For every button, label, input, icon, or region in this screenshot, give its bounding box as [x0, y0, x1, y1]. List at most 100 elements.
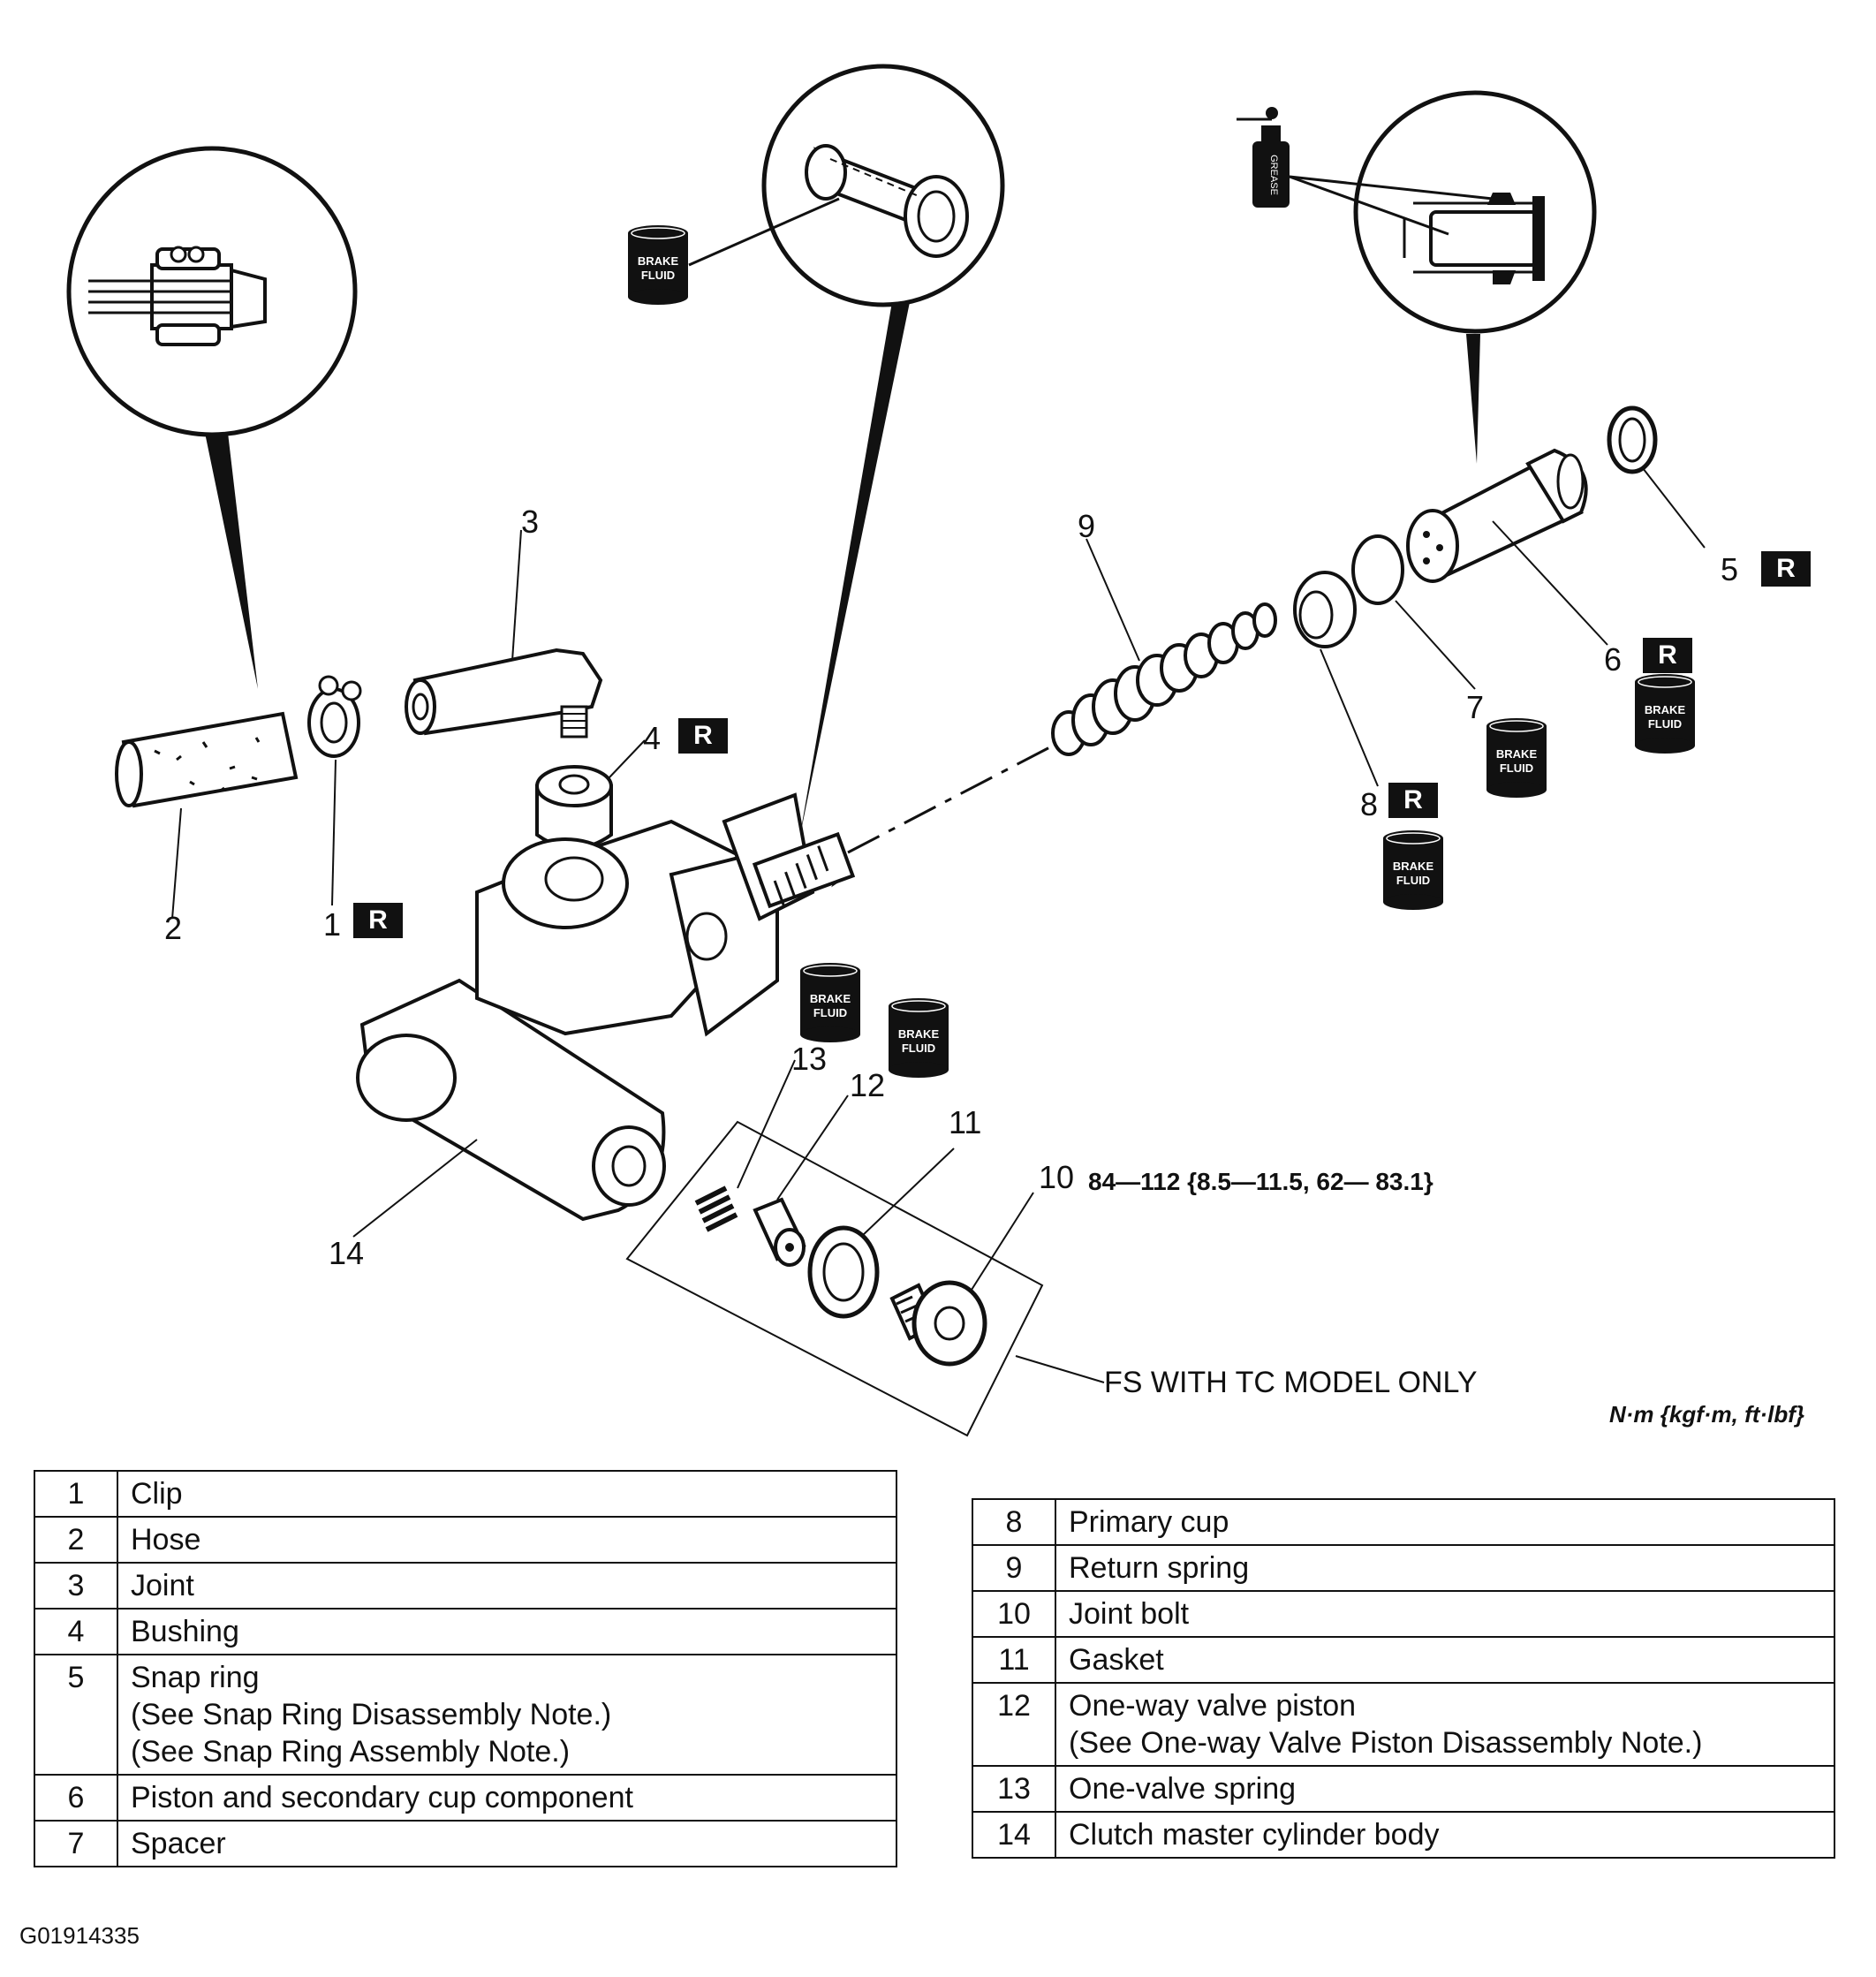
callout-13: 13 — [791, 1041, 828, 1077]
brake-fluid-can-2: BRAKE FLUID — [1634, 673, 1696, 754]
gasket-part — [807, 1148, 955, 1319]
callout-8: 8 — [1360, 786, 1379, 822]
svg-text:BRAKE: BRAKE — [638, 254, 679, 268]
joint-bolt-part — [889, 1192, 1034, 1367]
svg-text:BRAKE: BRAKE — [1496, 747, 1538, 761]
units-note: N·m {kgf·m, ft·lbf} — [1609, 1401, 1804, 1428]
callout-6: 6 — [1604, 641, 1623, 678]
one-valve-spring-part — [694, 1059, 796, 1232]
svg-text:BRAKE: BRAKE — [810, 992, 851, 1005]
svg-text:BRAKE: BRAKE — [1645, 703, 1686, 716]
svg-text:FLUID: FLUID — [902, 1042, 935, 1055]
torque-spec: 84—112 {8.5—11.5, 62— 83.1} — [1088, 1168, 1433, 1195]
part-number: 13 — [972, 1765, 1056, 1813]
model-note: FS WITH TC MODEL ONLY — [1104, 1366, 1478, 1399]
part-description: Joint — [117, 1562, 897, 1610]
part-description: Hose — [117, 1516, 897, 1564]
part-number: 12 — [972, 1682, 1056, 1767]
detail-circle-hose-joint — [66, 146, 358, 689]
callout-3: 3 — [521, 504, 540, 540]
grease-tube-icon: GREASE — [1237, 107, 1290, 208]
svg-text:FLUID: FLUID — [1648, 717, 1682, 731]
detail-circle-piston-grease — [1289, 90, 1597, 464]
part-description: Primary cup — [1055, 1498, 1835, 1546]
figure-id: G01914335 — [19, 1922, 140, 1949]
piston-component-part — [1406, 448, 1608, 646]
bushing-part — [535, 739, 646, 850]
callout-14: 14 — [329, 1235, 365, 1271]
callout-1: 1 — [323, 906, 342, 943]
part-description: Clip — [117, 1470, 897, 1518]
cylinder-body-part — [352, 792, 856, 1238]
part-number: 7 — [34, 1820, 118, 1867]
part-description: One-way valve piston (See One-way Valve … — [1055, 1682, 1835, 1767]
callout-5: 5 — [1721, 551, 1739, 587]
part-number: 2 — [34, 1516, 118, 1564]
part-description: Clutch master cylinder body — [1055, 1811, 1835, 1859]
brake-fluid-can-1: BRAKE FLUID — [627, 224, 689, 306]
joint-part — [405, 529, 603, 739]
part-number: 11 — [972, 1636, 1056, 1684]
part-number: 4 — [34, 1608, 118, 1655]
callout-9: 9 — [1078, 508, 1096, 544]
part-number: 3 — [34, 1562, 118, 1610]
part-description: Piston and secondary cup component — [117, 1774, 897, 1822]
replace-badge-clip: R — [353, 903, 403, 938]
callout-11: 11 — [949, 1104, 982, 1140]
part-number: 10 — [972, 1590, 1056, 1638]
part-description: Return spring — [1055, 1544, 1835, 1592]
replace-badge-snap-ring: R — [1761, 551, 1811, 587]
part-description: Bushing — [117, 1608, 897, 1655]
part-number: 14 — [972, 1811, 1056, 1859]
part-description: Spacer — [117, 1820, 897, 1867]
exploded-view-diagram: GREASE BRAKE FLUID BRAKE FLUID BRAKE FLU… — [66, 64, 1706, 1437]
part-number: 5 — [34, 1654, 118, 1776]
one-way-valve-piston-part — [753, 1095, 849, 1267]
fs-tc-parts-box — [625, 1120, 1105, 1437]
part-number: 9 — [972, 1544, 1056, 1592]
grease-label: GREASE — [1268, 155, 1279, 195]
svg-text:FLUID: FLUID — [813, 1006, 847, 1019]
svg-text:FLUID: FLUID — [641, 269, 675, 282]
svg-text:FLUID: FLUID — [1500, 761, 1533, 775]
replace-badge-bushing: R — [678, 718, 728, 754]
brake-fluid-can-6: BRAKE FLUID — [888, 997, 949, 1079]
replace-badge-piston: R — [1643, 638, 1692, 673]
svg-text:BRAKE: BRAKE — [1393, 860, 1434, 873]
part-number: 1 — [34, 1470, 118, 1518]
callout-12: 12 — [850, 1067, 886, 1103]
callout-10: 10 — [1039, 1159, 1075, 1195]
primary-cup-part — [1293, 571, 1379, 787]
replace-badge-primary-cup: R — [1388, 783, 1438, 818]
brake-fluid-can-3: BRAKE FLUID — [1486, 717, 1547, 799]
part-number: 8 — [972, 1498, 1056, 1546]
callout-2: 2 — [164, 910, 183, 946]
clip-part — [307, 675, 362, 906]
part-number: 6 — [34, 1774, 118, 1822]
callout-4: 4 — [643, 720, 662, 756]
svg-text:BRAKE: BRAKE — [898, 1027, 940, 1041]
brake-fluid-can-4: BRAKE FLUID — [1382, 829, 1444, 911]
return-spring-part — [1051, 538, 1277, 756]
part-description: One-valve spring — [1055, 1765, 1835, 1813]
spacer-part — [1351, 534, 1476, 690]
assembly-axis-line — [847, 740, 1061, 854]
hose-part — [115, 711, 299, 920]
brake-fluid-can-5: BRAKE FLUID — [799, 962, 861, 1043]
svg-text:FLUID: FLUID — [1396, 874, 1430, 887]
callout-7: 7 — [1466, 689, 1485, 725]
